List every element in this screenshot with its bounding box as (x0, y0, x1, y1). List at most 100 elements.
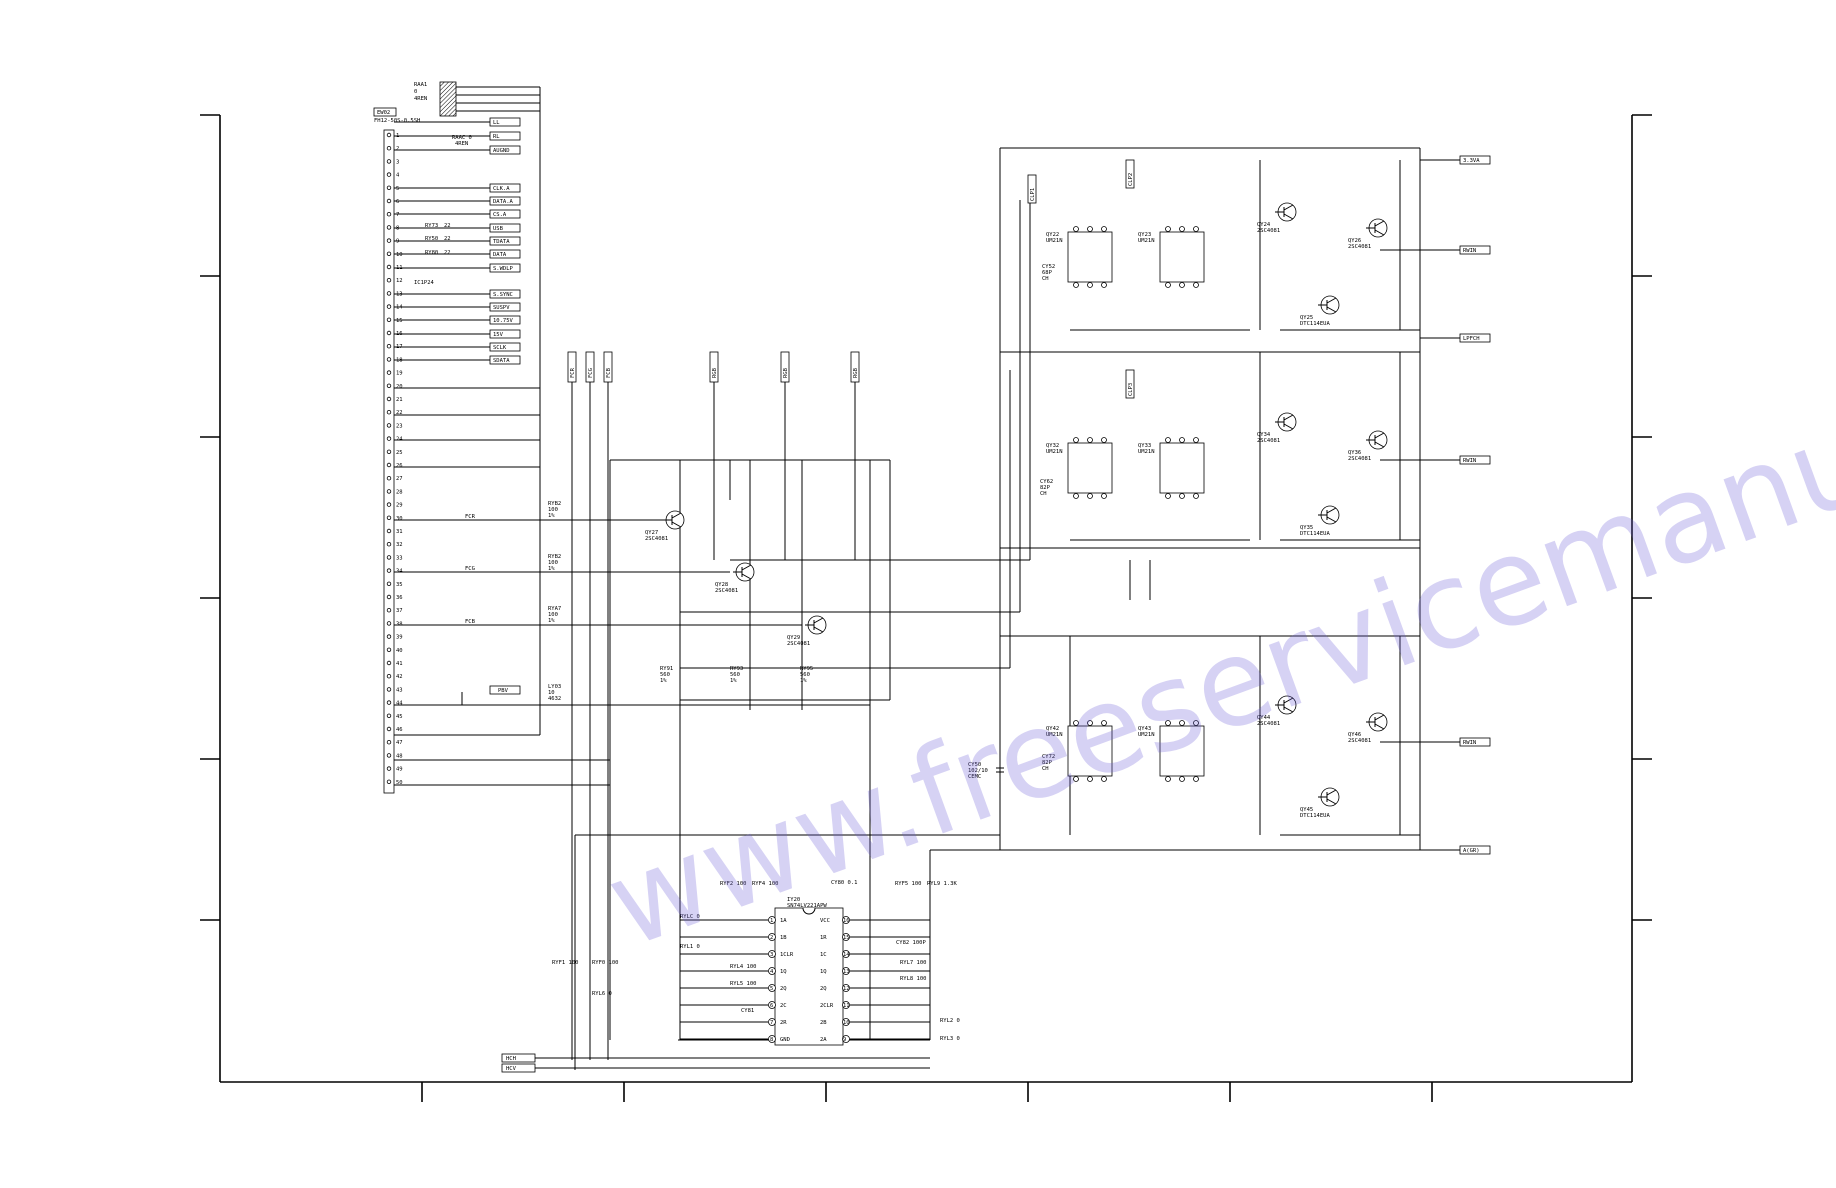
ic-pin-number: 1 (770, 918, 773, 924)
connector-pin (386, 608, 392, 613)
vertical-net-label: FCB (606, 367, 612, 378)
watermark: www.freeservicemanuals.info (591, 241, 1836, 975)
channel-flag (1027, 174, 1037, 204)
connector-pin (386, 383, 392, 388)
svg-text:PBV: PBV (498, 688, 509, 694)
connector-pins: 1234567891011121314151617181920212223242… (386, 132, 403, 786)
ic-pin-name: 2A (820, 1037, 827, 1043)
svg-text:SN74LV221APW: SN74LV221APW (787, 903, 827, 909)
ic-pin-number: 5 (770, 986, 773, 992)
connector-pin (386, 225, 392, 230)
net-flag (489, 145, 521, 155)
connector-pin (386, 145, 392, 151)
net-flag-label: CS.A (493, 212, 507, 218)
ic-pin-name: 1R (820, 935, 827, 941)
resistor-ref: RY93 (730, 666, 743, 672)
bottom-resistor-label: RYL5 100 (730, 981, 757, 987)
resistor-value: 560 (730, 672, 740, 678)
transistor-ref: QY25 (1300, 315, 1313, 321)
connector-pin-number: 15 (396, 318, 403, 324)
switch-ic-type: UM21N (1138, 732, 1155, 738)
net-flag (489, 236, 521, 246)
vertical-net-label: RGB (853, 367, 859, 378)
net-flag (489, 315, 521, 325)
ic-pin-number: 6 (770, 1003, 773, 1009)
ic-pin-number: 9 (843, 1037, 846, 1043)
connector-pin (386, 660, 392, 666)
transistor-ref: QY46 (1348, 732, 1361, 738)
connector-pin-number: 48 (396, 753, 403, 759)
ic-pin-number: 13 (843, 969, 850, 975)
left-resistors: RY73 22 RY50 22 RY80 22 IC1P24 RAAC 0 4R… (414, 135, 472, 286)
switch-ic-type: UM21N (1046, 732, 1063, 738)
connector-ew02: EW02 FH12-50S-0.5SH 12345678910111213141… (373, 107, 420, 794)
switch-ic-ref: QY33 (1138, 443, 1151, 449)
bottom-resistor-label: RYL8 100 (900, 976, 927, 982)
svg-text:22: 22 (444, 250, 451, 256)
svg-text:CY82 100P: CY82 100P (896, 940, 926, 946)
right-net-label: A(GR) (1463, 848, 1480, 854)
svg-text:82P: 82P (1042, 760, 1053, 766)
right-net-flag (1459, 737, 1491, 747)
svg-text:22: 22 (444, 223, 451, 229)
connector-pin-number: 21 (396, 397, 403, 403)
connector-pin (386, 410, 392, 415)
net-flag (489, 223, 521, 233)
connector-pin (386, 476, 392, 481)
svg-text:102/10: 102/10 (968, 768, 988, 774)
channel-label: CLP1 (1030, 188, 1036, 201)
net-flag (489, 183, 521, 193)
connector-pin (386, 713, 392, 718)
ic-pin-number: 15 (843, 935, 850, 941)
svg-text:EW02: EW02 (377, 110, 390, 116)
resistor-value: 560 (660, 672, 670, 678)
connector-pin-number: 9 (396, 239, 399, 245)
connector-pin-number: 5 (396, 186, 399, 192)
left-net-labels: LLRLAUGNDCLK.ADATA.ACS.AUSBTDATADATAS.WD… (394, 117, 521, 365)
switch-ic-type: UM21N (1046, 449, 1063, 455)
mid-resistors: RYB21001%RYB21001%RYA71001%LY03104632RY9… (548, 501, 813, 702)
ic-pin-number: 7 (770, 1020, 773, 1026)
connector-pin-number: 30 (396, 516, 403, 522)
connector-pin-number: 12 (396, 278, 403, 284)
connector-pin (386, 198, 392, 204)
ic-pin-number: 3 (770, 952, 773, 958)
transistor-type: 2SC4081 (715, 588, 738, 594)
switch-ic-ref: QY32 (1046, 443, 1059, 449)
connector-pin (386, 159, 392, 164)
mid-section (609, 459, 1030, 1040)
connector-pin-number: 32 (396, 542, 403, 548)
svg-text:82P: 82P (1040, 485, 1051, 491)
svg-text:4REN: 4REN (455, 141, 468, 147)
connector-pin (386, 185, 392, 190)
connector-pin (386, 238, 392, 243)
transistor-type: 2SC4081 (787, 641, 810, 647)
net-flag-label: 10.75V (493, 318, 514, 324)
connector-pin (386, 449, 392, 454)
ic-pin-name: 1C (820, 952, 827, 958)
connector-pin-number: 14 (396, 305, 403, 311)
ic-pin-number: 12 (843, 986, 850, 992)
resistor-ref: RYB2 (548, 554, 561, 560)
resistor-value: 1% (548, 566, 555, 572)
svg-text:FCB: FCB (465, 619, 476, 625)
bottom-resistor-label: RYL6 0 (592, 991, 612, 997)
connector-pin (386, 489, 392, 494)
net-flag-label: RL (493, 134, 500, 140)
connector-pin (386, 291, 392, 296)
svg-text:CY81: CY81 (741, 1008, 754, 1014)
transistor-type: 2SC4081 (1257, 438, 1280, 444)
net-flag-label: DATA (493, 252, 507, 258)
connector-pin (386, 132, 392, 138)
bottom-resistor-label: RYL2 0 (940, 1018, 960, 1024)
ic-pin-name: 1CLR (780, 952, 794, 958)
connector-pin (386, 304, 392, 309)
svg-text:RY80: RY80 (425, 250, 438, 256)
net-flag-label: CLK.A (493, 186, 510, 192)
vertical-net-label: RGB (712, 367, 718, 378)
switch-ic-type: UM21N (1138, 449, 1155, 455)
